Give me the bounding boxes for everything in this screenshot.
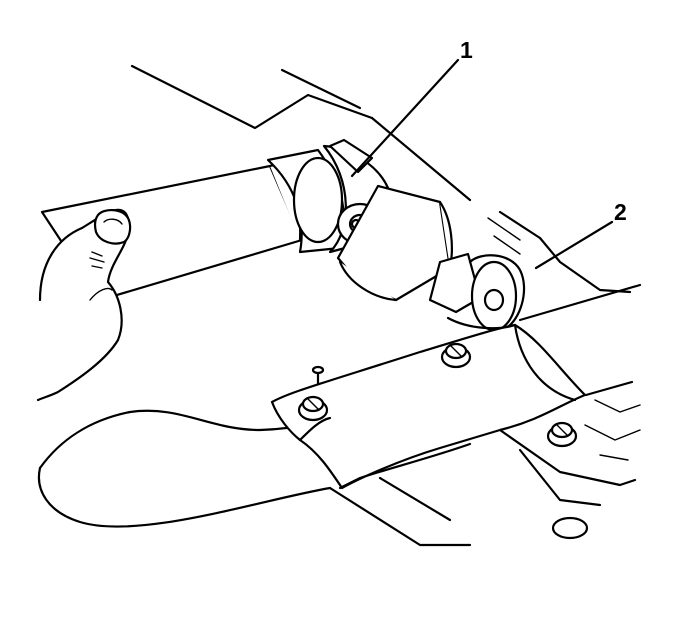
- bracket-bolt-right: [546, 421, 578, 448]
- hand: [36, 208, 132, 402]
- callout-number-2: 2: [614, 199, 627, 225]
- crossmember-bracket: [270, 316, 634, 490]
- stud: [311, 365, 325, 386]
- bracket-bolt-center: [440, 342, 472, 369]
- underbody-outline: [130, 64, 642, 322]
- bracket-bolt-left: [297, 395, 329, 422]
- callout-leaders: [350, 58, 614, 270]
- frame-rail: [37, 393, 641, 547]
- slip-yoke-collar: [336, 184, 526, 332]
- callout-number-1: 1: [460, 37, 473, 63]
